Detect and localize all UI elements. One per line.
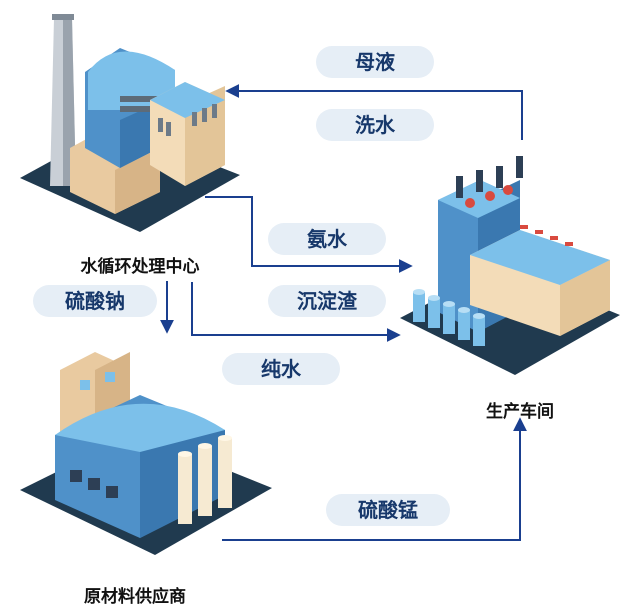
arrow-ammonia-to-workshop [205,196,413,273]
flow-arrows [160,84,527,541]
node-label-supplier: 原材料供应商 [84,587,186,607]
water-center-illustration [20,14,240,232]
workshop-illustration [400,156,620,375]
arrow-supplier-to-workshop [222,417,527,541]
flow-label-mother-liquor: 母液 [316,46,434,78]
arrow-workshop-to-water-center [225,84,523,140]
supplier-illustration [20,352,272,555]
arrow-purewater-to-workshop [191,282,401,342]
flow-label-pure-water: 纯水 [222,353,340,385]
node-label-water-center: 水循环处理中心 [80,257,200,277]
flow-label-sediment: 沉淀渣 [268,285,386,317]
flow-label-manganese-sulfate: 硫酸锰 [326,494,450,526]
flow-label-sodium-sulfate: 硫酸钠 [33,285,157,317]
flow-label-ammonia-water: 氨水 [268,223,386,255]
node-label-workshop: 生产车间 [486,402,554,422]
flow-label-wash-water: 洗水 [316,109,434,141]
